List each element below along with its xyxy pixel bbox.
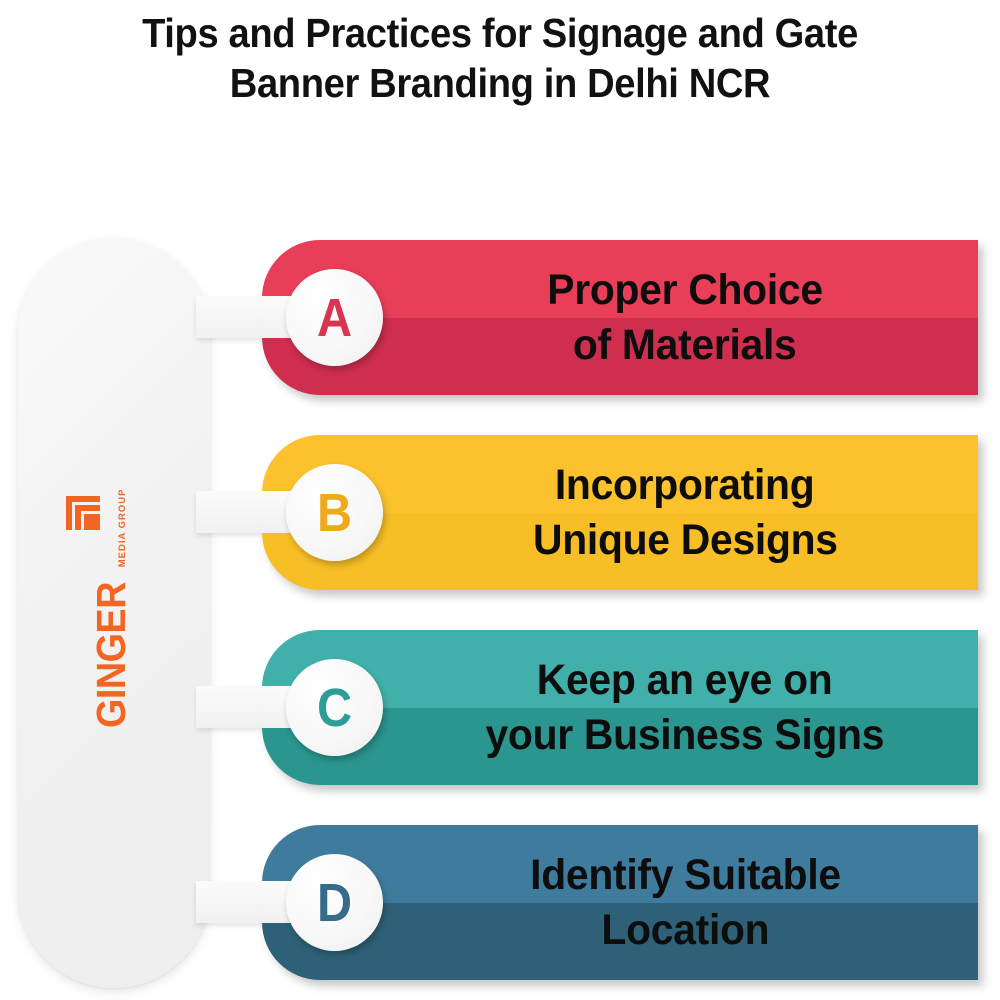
page-title-line-1: Tips and Practices for Signage and Gate xyxy=(142,10,858,56)
step-badge-b[interactable]: B xyxy=(286,464,383,561)
step-letter-a: A xyxy=(316,287,353,348)
step-card-a[interactable] xyxy=(262,240,978,395)
step-row-c[interactable]: C Keep an eye on your Business Signs xyxy=(260,630,978,785)
step-badge-a[interactable]: A xyxy=(286,269,383,366)
step-card-c[interactable] xyxy=(262,630,978,785)
card-c-bottom-band xyxy=(262,707,978,785)
step-row-b[interactable]: B Incorporating Unique Designs xyxy=(260,435,978,590)
brand-panel xyxy=(18,238,210,988)
card-a-bottom-band xyxy=(262,317,978,395)
step-letter-b: B xyxy=(316,482,353,543)
step-letter-d: D xyxy=(316,872,353,933)
page-title-line-2: Banner Branding in Delhi NCR xyxy=(229,60,771,106)
card-d-bottom-band xyxy=(262,902,978,980)
step-row-a[interactable]: A Proper Choice of Materials xyxy=(260,240,978,395)
step-card-d[interactable] xyxy=(262,825,978,980)
step-badge-c[interactable]: C xyxy=(286,659,383,756)
step-letter-c: C xyxy=(316,677,353,738)
card-b-bottom-band xyxy=(262,512,978,590)
page-title: Tips and Practices for Signage and Gate … xyxy=(0,8,1000,108)
step-badge-d[interactable]: D xyxy=(286,854,383,951)
step-row-d[interactable]: D Identify Suitable Location xyxy=(260,825,978,980)
